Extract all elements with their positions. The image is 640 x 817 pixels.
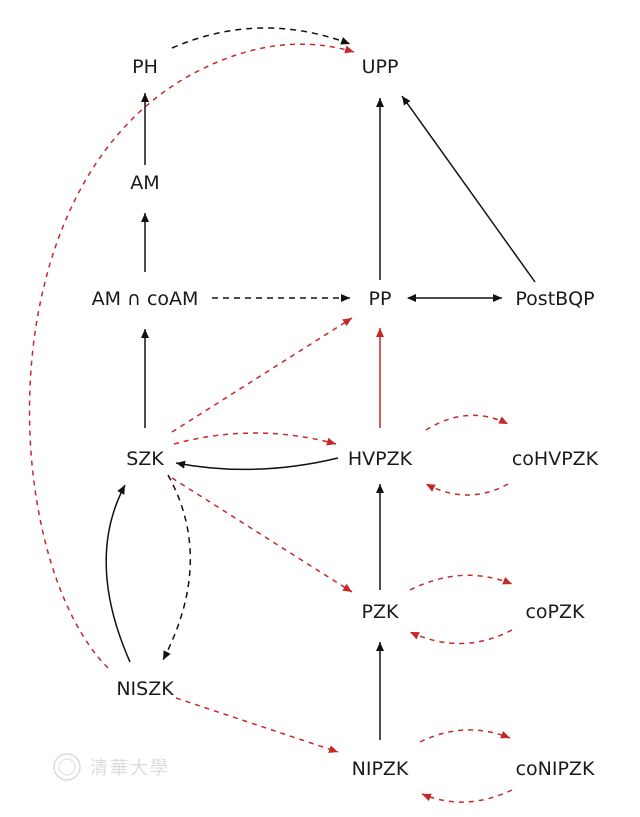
- node-AM-cap-coAM: AM ∩ coAM: [92, 288, 199, 310]
- edge-coPZK-PZK: [409, 629, 513, 645]
- node-PostBQP: PostBQP: [515, 288, 594, 310]
- node-NIPZK: NIPZK: [352, 758, 409, 780]
- edge-SZK-HVPZK: [173, 432, 337, 446]
- edge-HVPZK-SZK: [175, 457, 339, 471]
- university-watermark: 清華大學: [52, 752, 170, 782]
- node-UPP: UPP: [362, 56, 399, 78]
- edge-NIPZK-coNIPZK: [419, 729, 511, 743]
- node-PP: PP: [369, 288, 392, 310]
- edge-NISZK-SZK: [105, 484, 131, 663]
- edge-PostBQP-UPP: [401, 95, 536, 283]
- node-PH: PH: [132, 56, 158, 78]
- node-PZK: PZK: [362, 601, 399, 623]
- edge-NISZK-UPP: [28, 43, 355, 669]
- edge-PZK-coPZK: [409, 574, 513, 591]
- node-coNIPZK: coNIPZK: [516, 758, 595, 780]
- edge-SZK-PP: [171, 317, 353, 433]
- node-AM: AM: [130, 172, 159, 194]
- edge-coNIPZK-NIPZK: [421, 789, 513, 803]
- watermark-text: 清華大學: [90, 758, 170, 779]
- edge-HVPZK-coHVPZK: [425, 414, 509, 431]
- node-coHVPZK: coHVPZK: [512, 448, 599, 470]
- edge-coHVPZK-HVPZK: [425, 483, 509, 496]
- edge-SZK-NISZK: [162, 474, 192, 661]
- edge-NISZK-NIPZK: [175, 697, 339, 753]
- node-HVPZK: HVPZK: [348, 448, 413, 470]
- edge-PH-UPP: [171, 27, 351, 49]
- seal-icon: [53, 753, 81, 781]
- edge-SZK-PZK: [171, 477, 353, 593]
- node-NISZK: NISZK: [116, 678, 174, 700]
- node-SZK: SZK: [126, 448, 164, 470]
- node-coPZK: coPZK: [525, 601, 585, 623]
